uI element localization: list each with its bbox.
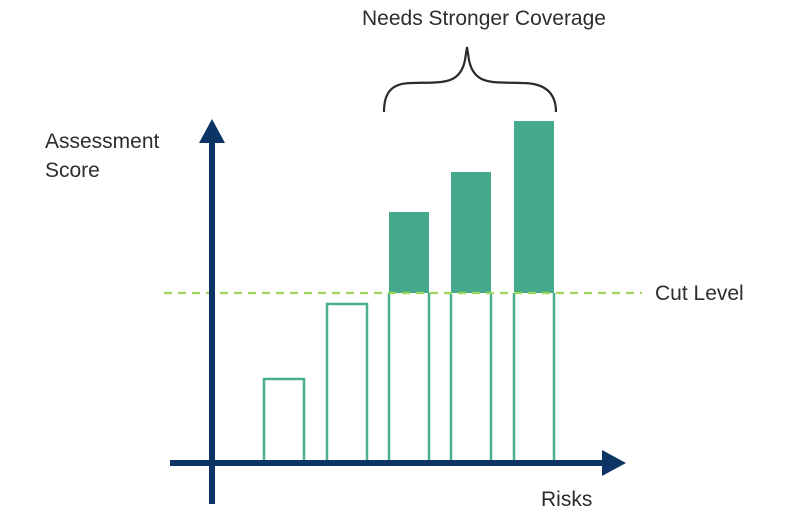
bar-outline — [387, 293, 431, 463]
bars-group — [262, 121, 556, 465]
x-axis-label: Risks — [541, 488, 593, 511]
y-axis-label: Assessment Score — [45, 127, 159, 185]
bar-risk-5 — [512, 121, 556, 463]
curly-brace-icon — [382, 46, 558, 113]
bar-outline — [325, 302, 369, 465]
bar-risk-2 — [325, 302, 369, 465]
bar-fill-above-cut — [389, 212, 429, 293]
y-axis-label-line2: Score — [45, 159, 100, 182]
bar-risk-3 — [387, 212, 431, 463]
bar-fill-above-cut — [451, 172, 491, 293]
y-axis-label-line1: Assessment — [45, 130, 160, 153]
cut-level-label: Cut Level — [655, 282, 744, 305]
y-axis-arrow-icon — [199, 119, 225, 143]
bar-outline — [449, 293, 493, 463]
bar-risk-4 — [449, 172, 493, 463]
x-axis-arrow-icon — [602, 450, 626, 476]
brace-title: Needs Stronger Coverage — [362, 7, 606, 30]
bar-outline — [512, 293, 556, 463]
bar-risk-1 — [262, 377, 306, 465]
bar-fill-above-cut — [514, 121, 554, 293]
bar-outline — [262, 377, 306, 465]
